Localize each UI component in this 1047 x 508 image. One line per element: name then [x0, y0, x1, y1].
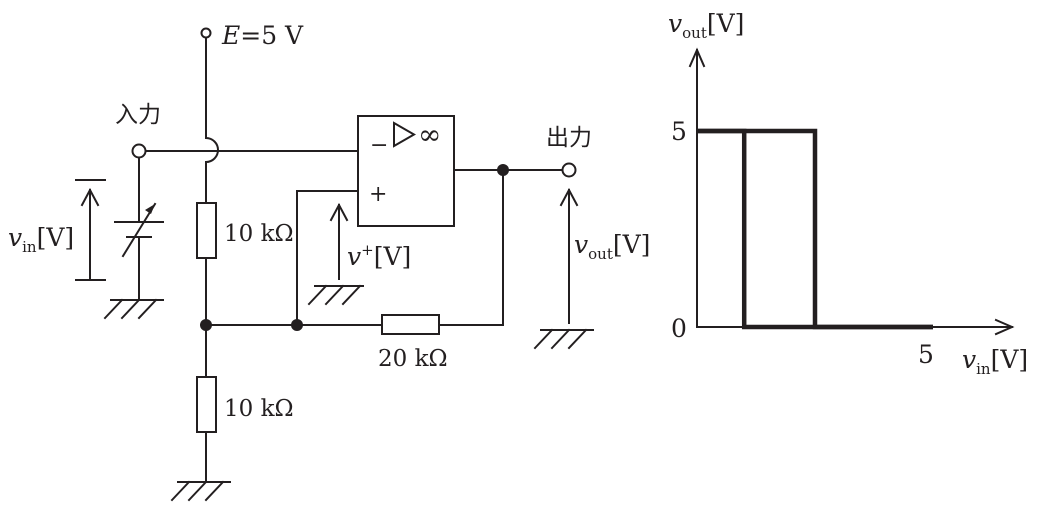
- vplus-label: v+[V]: [347, 241, 411, 271]
- supply-terminal: [200, 27, 212, 39]
- ground-symbol-vplus: [307, 284, 364, 306]
- graph-ytick-0: 0: [671, 314, 687, 343]
- graph-xlabel: vin[V]: [962, 345, 1028, 378]
- output-terminal: [561, 162, 577, 178]
- transfer-characteristic-graph: vout[V] vin[V] 5 0 5: [668, 9, 1028, 378]
- graph-ylabel: vout[V]: [668, 9, 744, 42]
- opamp-body: [357, 115, 455, 227]
- vin-arrow: [75, 179, 106, 281]
- resistor-bottom-label: 10 kΩ: [224, 396, 294, 422]
- output-label: 出力: [546, 125, 592, 151]
- vplus-arrow: [329, 202, 349, 280]
- resistor-bottom: [196, 376, 217, 433]
- vin-label: vin[V]: [8, 223, 74, 256]
- vout-label-circuit: vout[V]: [574, 230, 650, 263]
- circuit-diagram: E=5 V 10 kΩ 10 kΩ 20 kΩ 入力: [8, 21, 650, 502]
- resistor-feedback: [381, 314, 440, 335]
- opamp-triangle-icon: [393, 121, 417, 148]
- graph-ytick-5: 5: [671, 117, 687, 146]
- graph-y-axis: [688, 47, 706, 328]
- junction-output: [497, 164, 509, 176]
- opamp-infinity: ∞: [418, 118, 441, 151]
- vout-arrow-circuit: [559, 187, 579, 324]
- graph-xtick-5: 5: [918, 340, 934, 369]
- opamp-plus-sign: +: [369, 182, 387, 207]
- ground-symbol-divider: [170, 480, 231, 502]
- input-label: 入力: [115, 102, 161, 128]
- hysteresis-series-2: [697, 128, 933, 330]
- supply-wire: [205, 37, 219, 204]
- resistor-top: [196, 202, 217, 259]
- supply-label: E=5 V: [221, 21, 304, 50]
- hysteresis-series-1: [697, 128, 933, 330]
- wire-plus-input: [296, 190, 359, 326]
- opamp-minus-sign: −: [370, 133, 388, 158]
- resistor-top-label: 10 kΩ: [224, 221, 294, 247]
- variable-battery-icon: [114, 202, 164, 258]
- wire-feedback: [438, 169, 504, 326]
- ground-symbol-source: [103, 298, 164, 320]
- ground-symbol-output: [533, 328, 594, 350]
- input-terminal: [131, 143, 147, 159]
- graph-series: [697, 128, 933, 330]
- resistor-feedback-label: 20 kΩ: [378, 346, 448, 372]
